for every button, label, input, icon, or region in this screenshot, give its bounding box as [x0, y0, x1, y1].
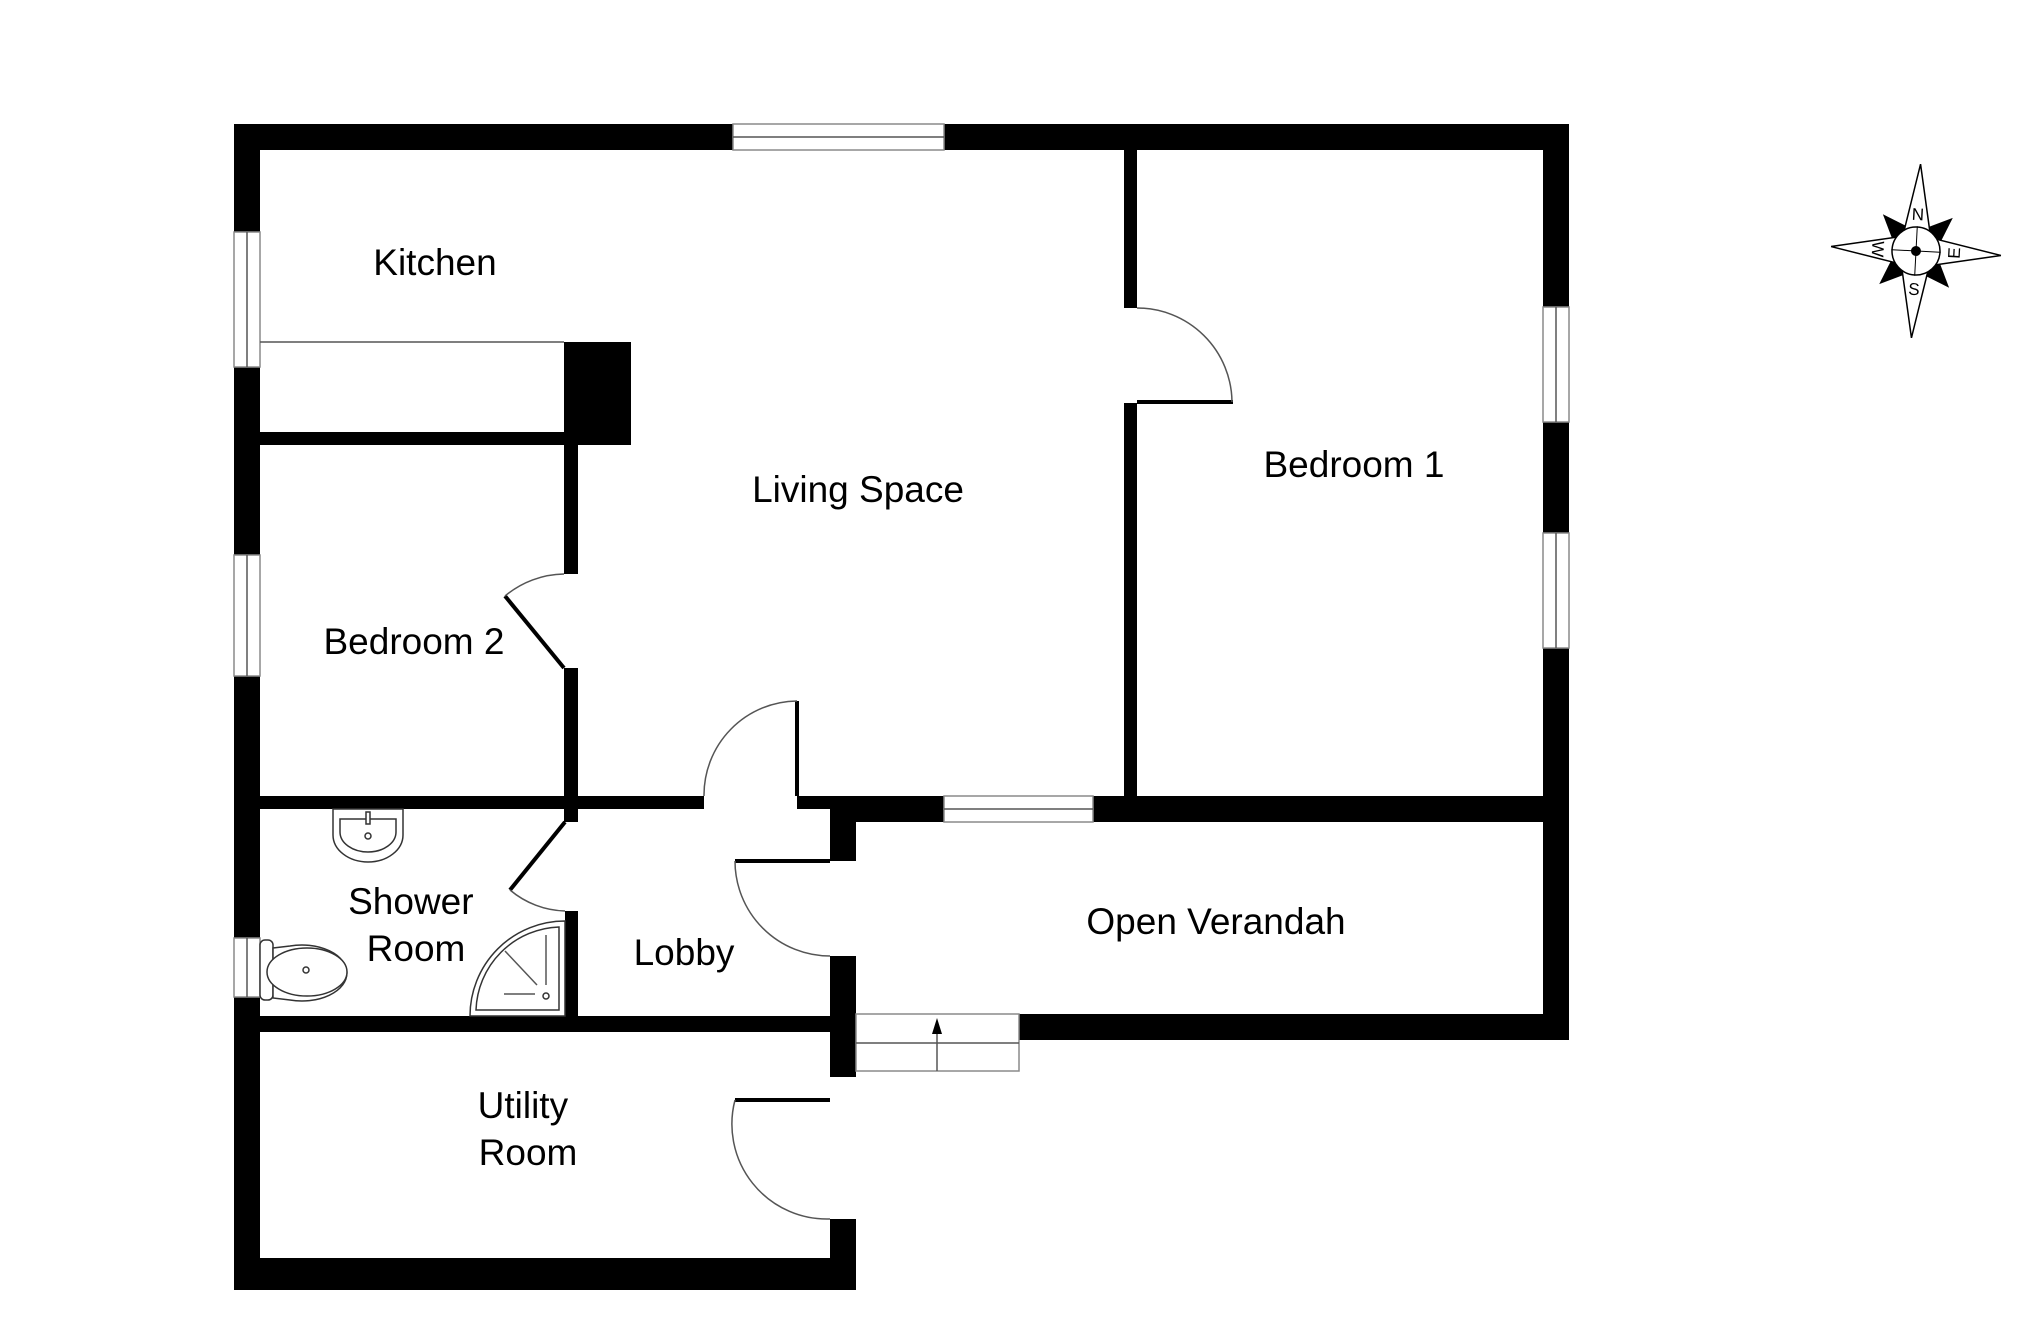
toilet-icon — [259, 939, 348, 1002]
label-bedroom-2: Bedroom 2 — [324, 621, 505, 662]
window-kitchen-left — [233, 231, 261, 368]
wall-bed2-right-upper — [564, 445, 578, 574]
wall-top-left — [234, 124, 733, 150]
window-shower-left — [233, 937, 261, 998]
wall-shower-utility — [260, 1016, 830, 1032]
window-living-top — [732, 123, 945, 151]
wall-verandah-bottom — [1019, 1014, 1569, 1040]
window-verandah-top — [943, 795, 1094, 823]
wall-bed2-right-lower — [564, 668, 578, 796]
compass-rose-icon: N S E W — [1830, 163, 2002, 339]
wall-bed1-left-upper — [1124, 150, 1137, 308]
wall-left-1 — [234, 124, 260, 232]
room-labels: Kitchen Living Space Bedroom 1 Bedroom 2… — [324, 242, 1445, 1173]
shower-room-fixtures — [259, 808, 566, 1017]
label-shower-room: Shower Room — [348, 881, 484, 969]
door-lobby-verandah — [734, 859, 831, 957]
chimney-breast — [564, 342, 631, 445]
label-lobby: Lobby — [634, 932, 735, 973]
wall-bed1-left-lower — [1124, 403, 1137, 796]
label-utility-room: Utility Room — [478, 1085, 579, 1173]
arrow-up-icon — [932, 1018, 942, 1034]
wall-left-4 — [234, 997, 260, 1290]
basin-icon — [332, 808, 404, 863]
label-open-verandah: Open Verandah — [1086, 901, 1345, 942]
wall-top-right — [944, 124, 1569, 150]
wall-kitchen-bed2 — [260, 432, 578, 445]
door-utility — [731, 1098, 831, 1220]
wall-bed2-shower — [260, 796, 704, 809]
wall-shower-right-upper — [564, 809, 578, 822]
wall-shower-right-lower — [565, 911, 578, 1016]
wall-left-2 — [234, 367, 260, 555]
label-bedroom-1: Bedroom 1 — [1264, 444, 1445, 485]
window-bed1-right-lower — [1542, 532, 1570, 649]
doors — [503, 307, 1233, 1220]
wall-lobby-right-upper — [830, 809, 856, 861]
compass-w: W — [1868, 240, 1888, 257]
wall-verandah-top-right — [1093, 796, 1569, 822]
compass-s: S — [1908, 280, 1920, 300]
label-kitchen: Kitchen — [373, 242, 496, 283]
walls — [234, 124, 1569, 1290]
compass-e: E — [1945, 247, 1965, 259]
window-bed1-right-upper — [1542, 306, 1570, 423]
door-shower — [508, 820, 567, 912]
wall-left-3 — [234, 676, 260, 938]
wall-utility-bottom — [234, 1258, 856, 1290]
door-living-lobby — [703, 700, 799, 797]
wall-right-2 — [1543, 422, 1569, 533]
door-bedroom-1 — [1136, 307, 1233, 404]
compass-n: N — [1911, 205, 1924, 225]
verandah-steps — [855, 1013, 1020, 1072]
window-bed2-left — [233, 554, 261, 677]
wall-right-1 — [1543, 124, 1569, 307]
label-living-space: Living Space — [752, 469, 964, 510]
wall-right-3 — [1543, 648, 1569, 1040]
shower-tray-icon — [469, 920, 566, 1017]
windows — [233, 123, 1570, 998]
wall-lobby-right-mid — [830, 956, 856, 1077]
door-bedroom-2 — [503, 573, 566, 670]
